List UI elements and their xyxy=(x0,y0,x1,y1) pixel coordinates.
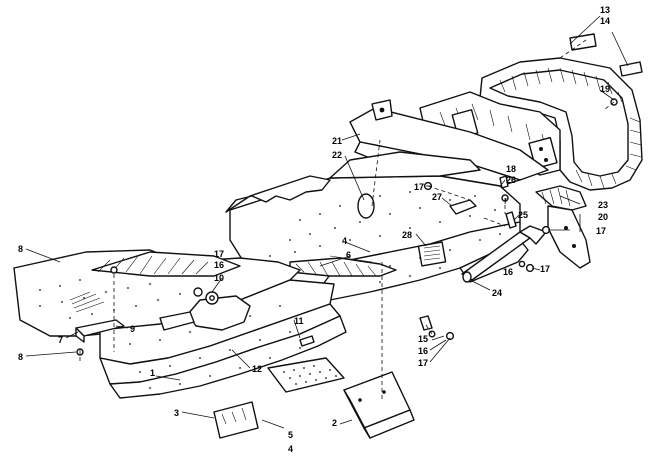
callout-9: 9 xyxy=(130,324,135,334)
callout-17-left: 17 xyxy=(214,249,224,259)
callout-18: 18 xyxy=(506,164,516,174)
callout-3: 3 xyxy=(174,408,179,418)
callout-6: 6 xyxy=(346,250,351,260)
callout-labels: 1 2 3 4 4 5 6 7 8 8 9 10 11 12 13 14 15 … xyxy=(18,5,610,454)
callout-11: 11 xyxy=(294,316,304,326)
rear-bracket xyxy=(535,185,591,269)
hardware xyxy=(76,33,643,356)
leader-lines xyxy=(25,15,629,429)
callout-1: 1 xyxy=(150,368,155,378)
callout-20: 20 xyxy=(598,212,608,222)
axle-tube xyxy=(461,225,547,283)
callout-14: 14 xyxy=(600,16,610,26)
running-board-left xyxy=(13,249,347,399)
callout-17-right: 17 xyxy=(596,226,606,236)
callout-16-right: 16 xyxy=(503,267,513,277)
plate-14 xyxy=(619,61,643,77)
callout-4-top: 4 xyxy=(342,236,347,246)
callout-7: 7 xyxy=(58,335,63,345)
clip-assembly-left xyxy=(159,287,251,331)
callout-25: 25 xyxy=(518,210,528,220)
callout-17-bottom: 17 xyxy=(418,358,428,368)
callout-16-left: 16 xyxy=(214,260,224,270)
callout-4-bottom: 4 xyxy=(288,444,293,454)
snow-flap xyxy=(213,401,259,439)
callout-27: 27 xyxy=(432,192,442,202)
callout-8-bottom: 8 xyxy=(18,352,23,362)
corner-bracket xyxy=(343,371,415,439)
callout-22: 22 xyxy=(332,150,342,160)
callout-19: 19 xyxy=(600,84,610,94)
callout-8-top: 8 xyxy=(18,244,23,254)
callout-12: 12 xyxy=(252,364,262,374)
alignment-lines xyxy=(79,39,615,400)
callout-17-lower-right: 17 xyxy=(540,264,550,274)
callout-5: 5 xyxy=(288,430,293,440)
callout-24: 24 xyxy=(492,288,502,298)
callout-26: 26 xyxy=(506,175,516,185)
callout-28: 28 xyxy=(402,230,412,240)
callout-23: 23 xyxy=(598,200,608,210)
oval-plug xyxy=(357,193,375,219)
traction-pad xyxy=(267,357,345,393)
callout-21: 21 xyxy=(332,136,342,146)
callout-13: 13 xyxy=(600,5,610,15)
callout-2: 2 xyxy=(332,418,337,428)
callout-15: 15 xyxy=(418,334,428,344)
callout-10: 10 xyxy=(214,273,224,283)
callout-17-center: 17 xyxy=(414,182,424,192)
callout-16-bottom: 16 xyxy=(418,346,428,356)
block-spacer xyxy=(449,199,477,215)
